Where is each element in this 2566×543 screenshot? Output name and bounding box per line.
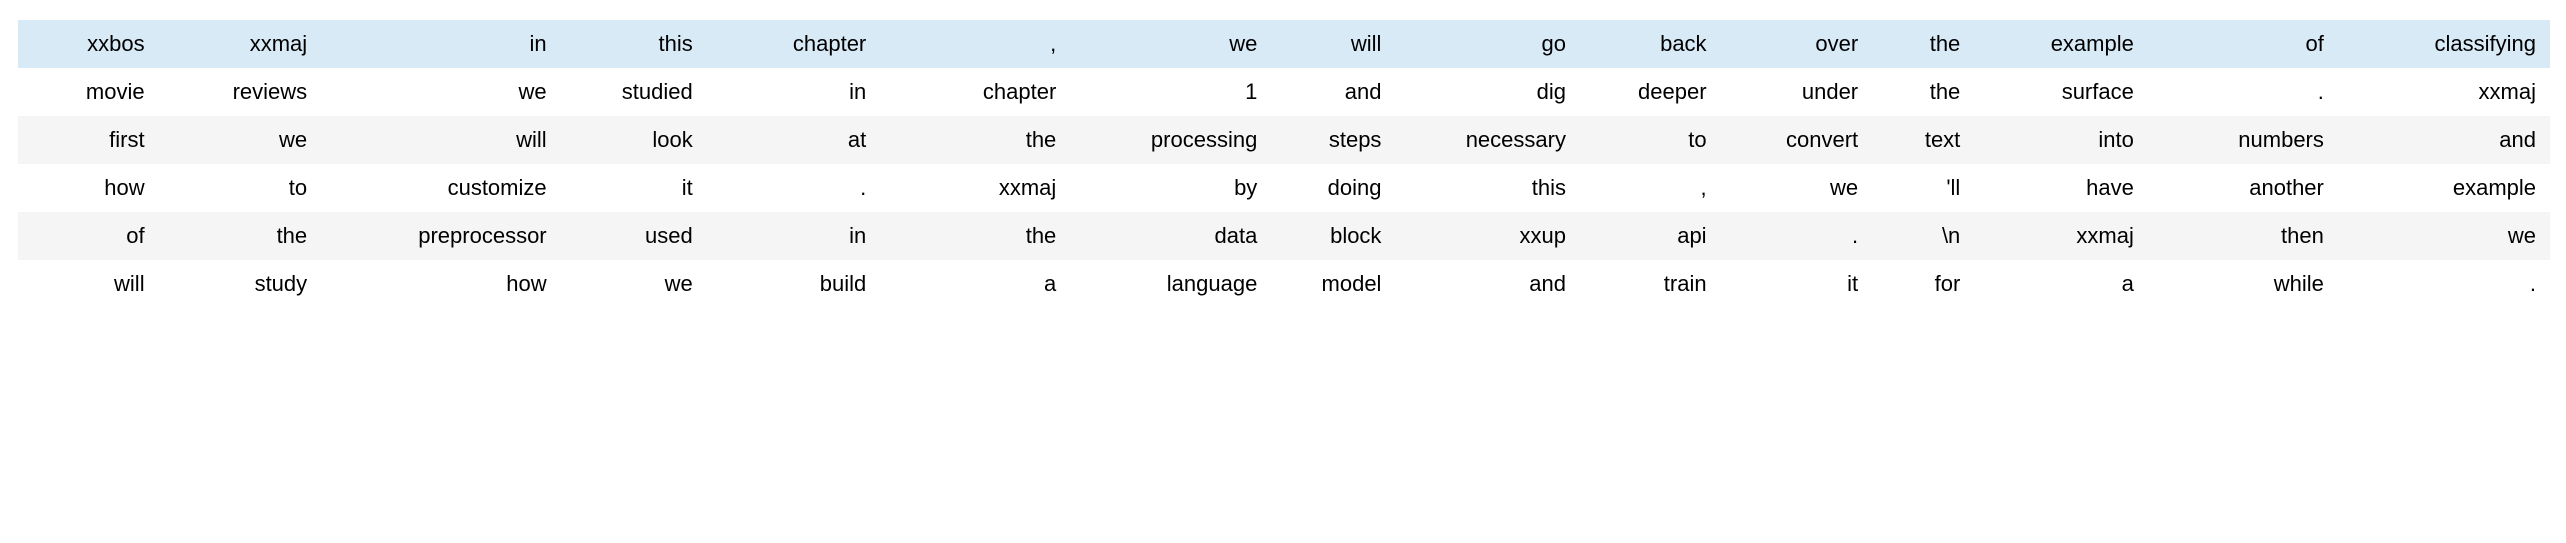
token-cell: . bbox=[2317, 79, 2324, 104]
token-cell: xxmaj bbox=[998, 175, 1057, 200]
token-cell: this bbox=[1531, 175, 1566, 200]
token-cell: for bbox=[1934, 271, 1961, 296]
token-cell: 'll bbox=[1946, 175, 1961, 200]
token-cell: a bbox=[2121, 271, 2134, 296]
token-cell: have bbox=[2086, 175, 2134, 200]
token-cell: we bbox=[2507, 223, 2536, 248]
token-cell: it bbox=[681, 175, 693, 200]
token-cell: language bbox=[1166, 271, 1258, 296]
token-cell: back bbox=[1660, 31, 1707, 56]
token-cell: xxup bbox=[1519, 223, 1566, 248]
token-cell: under bbox=[1801, 79, 1859, 104]
token-cell: \n bbox=[1941, 223, 1961, 248]
token-cell: xxmaj bbox=[2076, 223, 2134, 248]
token-cell: the bbox=[1929, 31, 1961, 56]
token-cell: of bbox=[126, 223, 145, 248]
token-cell: will bbox=[114, 271, 145, 296]
token-cell: chapter bbox=[982, 79, 1057, 104]
token-cell: . bbox=[860, 175, 867, 200]
token-cell: while bbox=[2273, 271, 2324, 296]
token-cell: over bbox=[1815, 31, 1859, 56]
token-cell: then bbox=[2281, 223, 2324, 248]
token-cell: first bbox=[109, 127, 145, 152]
token-cell: we bbox=[664, 271, 693, 296]
table-row[interactable]: xxbos xxmaj in this chapter, we will go back over… bbox=[18, 20, 2550, 68]
token-cell: by bbox=[1234, 175, 1258, 200]
table-row[interactable]: movie reviews we studied in chapter 1 and dig dee… bbox=[18, 68, 2550, 116]
token-cell: how bbox=[104, 175, 145, 200]
token-cell: the bbox=[1025, 127, 1057, 152]
token-grid-table[interactable]: xxbos xxmaj in this chapter, we will go back over… bbox=[18, 20, 2550, 308]
token-cell: and bbox=[2499, 127, 2536, 152]
token-cell: at bbox=[847, 127, 867, 152]
token-cell: dig bbox=[1536, 79, 1566, 104]
token-cell: will bbox=[516, 127, 547, 152]
token-cell: how bbox=[506, 271, 547, 296]
token-cell: in bbox=[849, 79, 867, 104]
token-grid-body: xxbos xxmaj in this chapter, we will go back over… bbox=[18, 20, 2550, 308]
token-cell: example bbox=[2050, 31, 2134, 56]
token-cell: model bbox=[1321, 271, 1382, 296]
token-cell: xxbos bbox=[87, 31, 145, 56]
token-cell: to bbox=[1688, 127, 1707, 152]
token-cell: used bbox=[645, 223, 693, 248]
token-cell: preprocessor bbox=[418, 223, 547, 248]
token-cell: xxmaj bbox=[249, 31, 308, 56]
token-cell: classifying bbox=[2434, 31, 2536, 56]
token-cell: . bbox=[2529, 271, 2536, 296]
token-cell: in bbox=[849, 223, 867, 248]
token-cell: data bbox=[1214, 223, 1258, 248]
token-cell: doing bbox=[1327, 175, 1382, 200]
token-cell: movie bbox=[85, 79, 145, 104]
token-cell: text bbox=[1924, 127, 1961, 152]
token-cell: 1 bbox=[1245, 79, 1258, 104]
token-cell: , bbox=[1700, 175, 1707, 200]
token-cell: , bbox=[1050, 31, 1057, 56]
token-cell: study bbox=[254, 271, 308, 296]
token-cell: of bbox=[2305, 31, 2324, 56]
token-cell: train bbox=[1663, 271, 1707, 296]
token-cell: another bbox=[2249, 175, 2324, 200]
token-cell: and bbox=[1344, 79, 1382, 104]
token-cell: the bbox=[1025, 223, 1057, 248]
token-cell: into bbox=[2098, 127, 2134, 152]
token-cell: a bbox=[1044, 271, 1057, 296]
token-cell: surface bbox=[2061, 79, 2134, 104]
token-cell: chapter bbox=[792, 31, 867, 56]
token-cell: deeper bbox=[1638, 79, 1707, 104]
token-cell: studied bbox=[621, 79, 693, 104]
table-row[interactable]: of the preprocessor used in the data block xxup a… bbox=[18, 212, 2550, 260]
table-row[interactable]: how to customize it. xxmaj by doing this, we 'll h… bbox=[18, 164, 2550, 212]
table-row[interactable]: will study how we build a language model and trai… bbox=[18, 260, 2550, 308]
token-cell: we bbox=[1229, 31, 1258, 56]
token-cell: will bbox=[1350, 31, 1382, 56]
token-table-container: xxbos xxmaj in this chapter, we will go back over… bbox=[18, 20, 2550, 308]
token-cell: customize bbox=[447, 175, 547, 200]
table-row[interactable]: first we will look at the processing steps neces… bbox=[18, 116, 2550, 164]
token-cell: . bbox=[1852, 223, 1859, 248]
token-cell: the bbox=[276, 223, 308, 248]
token-cell: convert bbox=[1785, 127, 1859, 152]
token-cell: api bbox=[1677, 223, 1707, 248]
token-cell: numbers bbox=[2238, 127, 2324, 152]
token-cell: it bbox=[1847, 271, 1859, 296]
token-cell: we bbox=[1830, 175, 1859, 200]
token-cell: the bbox=[1929, 79, 1961, 104]
token-cell: processing bbox=[1150, 127, 1258, 152]
token-cell: to bbox=[288, 175, 308, 200]
token-cell: and bbox=[1529, 271, 1566, 296]
token-cell: look bbox=[652, 127, 693, 152]
token-cell: example bbox=[2452, 175, 2536, 200]
token-cell: we bbox=[279, 127, 308, 152]
token-cell: build bbox=[819, 271, 867, 296]
token-cell: block bbox=[1330, 223, 1382, 248]
token-cell: we bbox=[518, 79, 547, 104]
token-cell: steps bbox=[1328, 127, 1382, 152]
token-cell: reviews bbox=[232, 79, 308, 104]
token-cell: go bbox=[1541, 31, 1566, 56]
token-cell: this bbox=[658, 31, 693, 56]
token-cell: xxmaj bbox=[2478, 79, 2536, 104]
token-cell: necessary bbox=[1465, 127, 1566, 152]
token-cell: in bbox=[529, 31, 547, 56]
